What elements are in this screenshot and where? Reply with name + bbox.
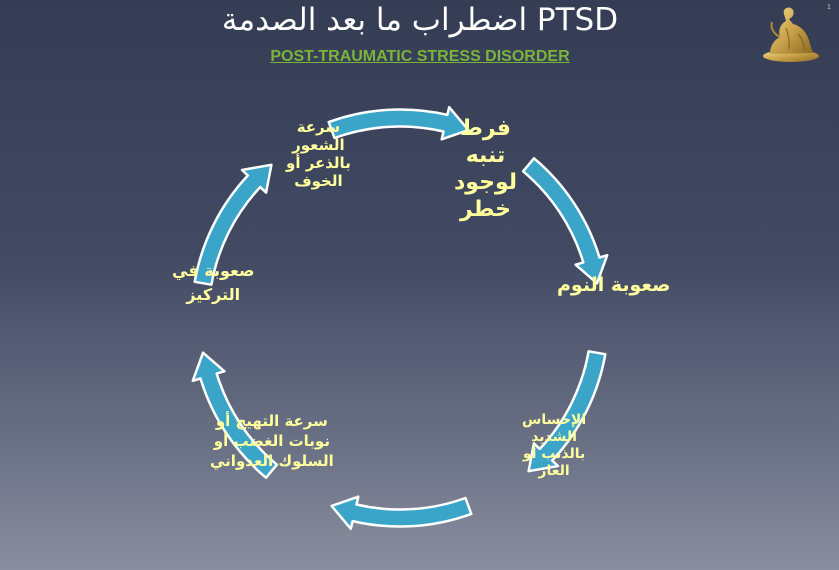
label-sleep-difficulty: صعوبة النوم (557, 274, 671, 296)
label-irritability-anger: سرعة التهيج أو نوبات الغضب أو السلوك الع… (210, 412, 334, 470)
label-panic-fear: سرعة الشعور بالذعر أو الخوف (286, 118, 351, 190)
slide-number: 1 (827, 4, 831, 11)
arrow-bottom (330, 495, 473, 531)
arrow-upper-right (521, 157, 609, 285)
arrow-upper-left (193, 163, 273, 286)
label-concentration-difficulty: صعوبة في التركيز (172, 261, 255, 304)
label-hyperarousal: فرط تنبه لوجود خطر (454, 116, 517, 222)
slide-subtitle: POST-TRAUMATIC STRESS DISORDER (270, 48, 570, 65)
arrow-lower-left (191, 351, 279, 479)
slide-title: اضطراب ما بعد الصدمة PTSD (221, 2, 619, 38)
arrow-top (327, 105, 470, 141)
label-guilt-shame: الإحساس الشديد بالذنب أو العار (522, 412, 587, 479)
arrow-lower-right (527, 350, 607, 473)
statue-logo-icon (763, 7, 819, 62)
